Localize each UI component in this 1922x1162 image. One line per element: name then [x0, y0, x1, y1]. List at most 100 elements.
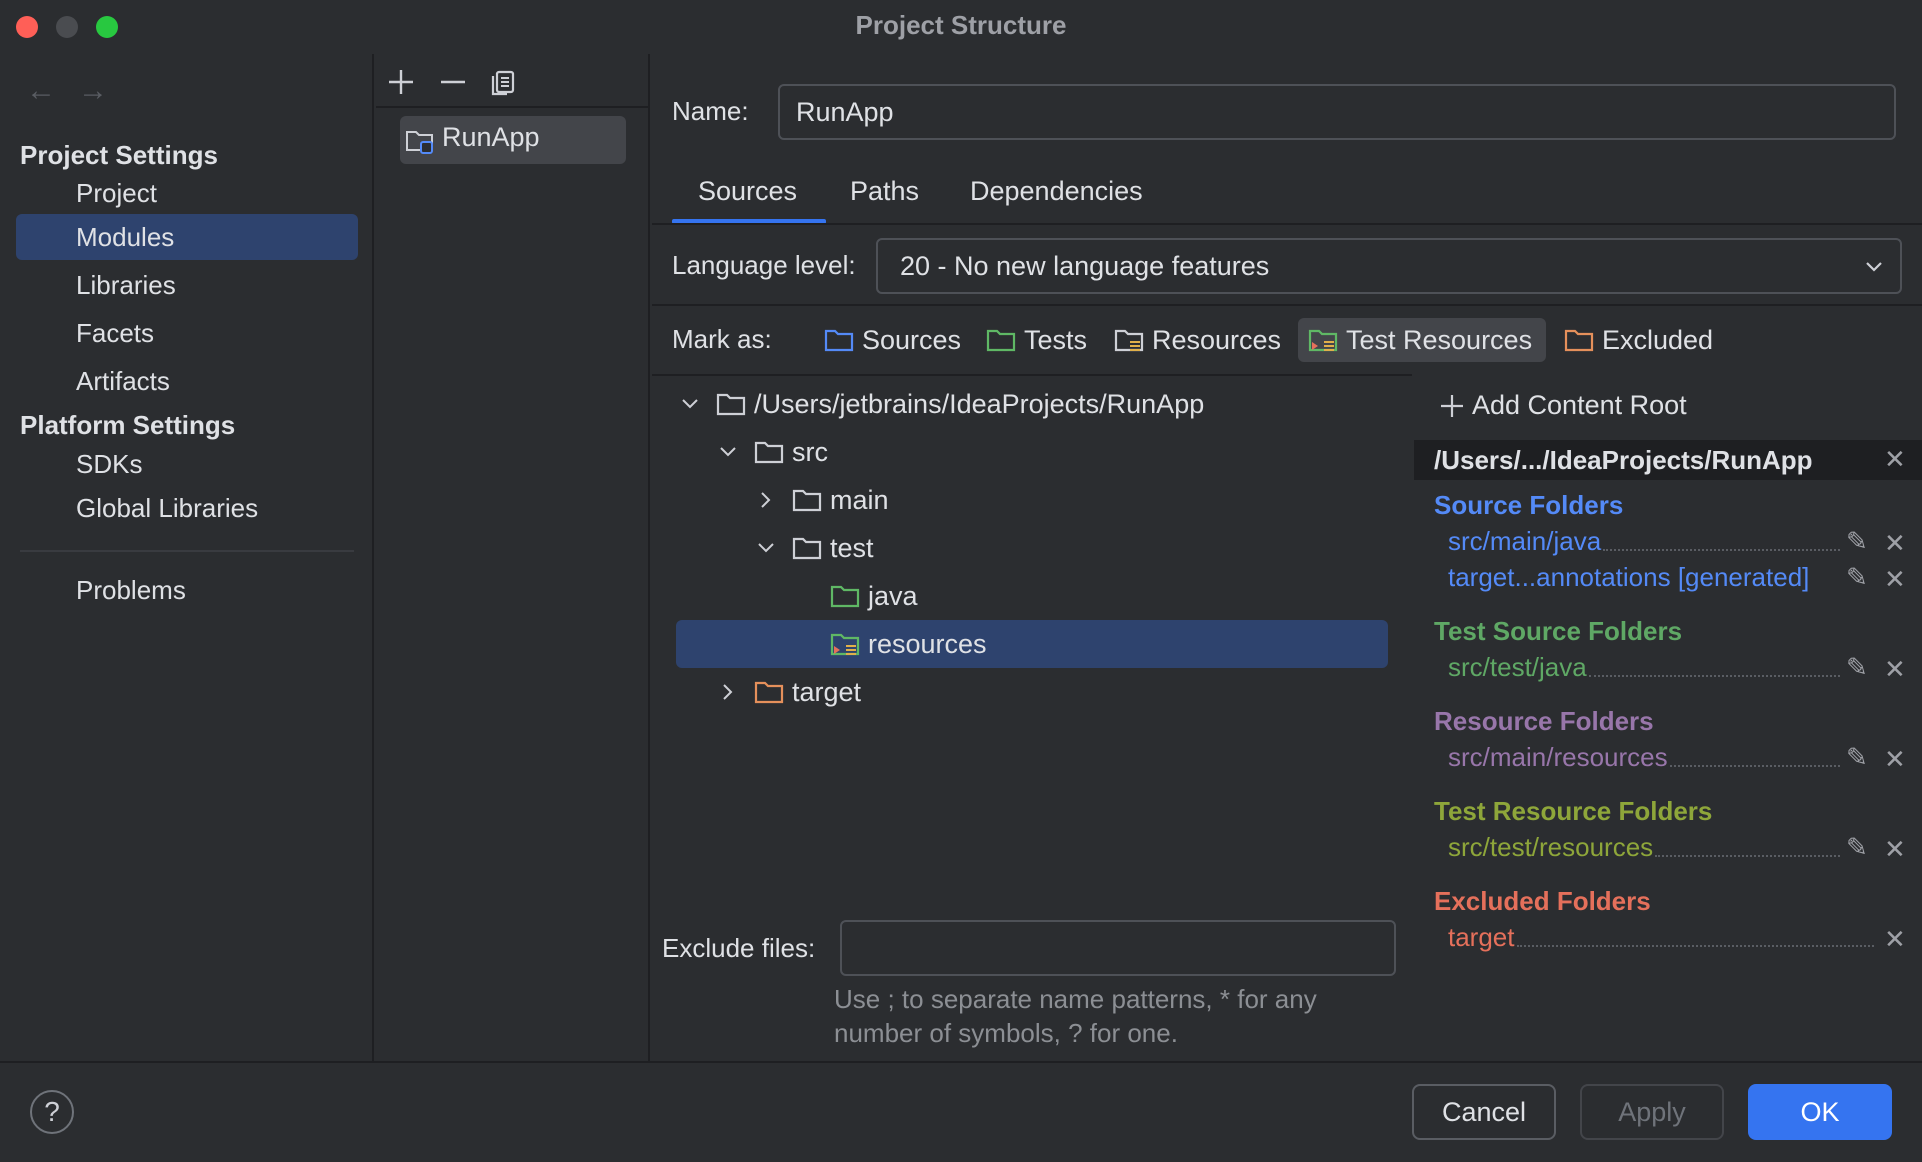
close-icon[interactable]: ✕ — [1884, 924, 1906, 954]
edit-icon[interactable]: ✎ — [1846, 742, 1868, 772]
help-button[interactable]: ? — [30, 1090, 74, 1134]
excluded-folder-icon — [754, 678, 784, 706]
language-level-select[interactable]: 20 - No new language features — [876, 238, 1902, 294]
close-icon[interactable]: ✕ — [1884, 654, 1906, 684]
resource-folder-path: src/main/resources — [1448, 742, 1844, 773]
module-toolbar-divider — [376, 106, 650, 108]
mark-tests-label: Tests — [1024, 325, 1088, 355]
source-folders-header: Source Folders — [1434, 490, 1624, 520]
back-arrow-icon[interactable]: ← — [26, 74, 56, 107]
mark-test-resources-button[interactable]: Test Resources — [1298, 318, 1546, 362]
mark-resources-button[interactable]: Resources — [1104, 318, 1291, 362]
sidebar-item-project[interactable]: Project — [76, 178, 157, 208]
tab-sources[interactable]: Sources — [698, 176, 798, 206]
module-folder-icon — [404, 124, 436, 156]
chevron-down-icon — [1862, 254, 1886, 278]
title-bar — [0, 0, 1922, 54]
tree-row-project-root[interactable]: /Users/jetbrains/IdeaProjects/RunApp — [680, 380, 1204, 428]
add-content-root-button[interactable]: Add Content Root — [1438, 390, 1687, 421]
close-icon[interactable]: ✕ — [1884, 834, 1906, 864]
plus-icon — [1438, 392, 1466, 420]
excluded-folder-icon — [1564, 326, 1594, 354]
language-level-label: Language level: — [672, 250, 856, 280]
mark-tests-button[interactable]: Tests — [976, 318, 1097, 362]
cancel-button[interactable]: Cancel — [1412, 1084, 1556, 1140]
chevron-right-icon[interactable] — [718, 682, 742, 702]
test-resource-folders-header: Test Resource Folders — [1434, 796, 1713, 826]
test-resource-folder-icon — [1308, 326, 1338, 354]
name-field[interactable]: RunApp — [778, 84, 1896, 140]
sidebar-item-libraries[interactable]: Libraries — [76, 270, 176, 300]
resource-folder-icon — [1114, 326, 1144, 354]
test-source-folders-header: Test Source Folders — [1434, 616, 1683, 646]
source-folder-icon — [824, 326, 854, 354]
source-folder-path: src/main/java — [1448, 526, 1844, 557]
forward-arrow-icon[interactable]: → — [78, 74, 108, 107]
edit-icon[interactable]: ✎ — [1846, 562, 1868, 592]
folder-icon — [792, 534, 822, 562]
tree-label: resources — [868, 629, 987, 659]
window-title: Project Structure — [855, 10, 1067, 40]
resource-folders-header: Resource Folders — [1434, 706, 1654, 736]
tree-label: java — [868, 581, 918, 611]
tree-label: target — [792, 677, 862, 707]
sidebar-item-sdks[interactable]: SDKs — [76, 449, 143, 479]
tabs-divider — [652, 223, 1922, 225]
chevron-right-icon[interactable] — [756, 490, 780, 510]
chevron-down-icon[interactable] — [718, 442, 742, 462]
name-label: Name: — [672, 96, 749, 126]
edit-icon[interactable]: ✎ — [1846, 652, 1868, 682]
sidebar-item-modules[interactable]: Modules — [16, 214, 358, 260]
folder-icon — [716, 390, 746, 418]
minus-icon[interactable] — [435, 64, 471, 100]
mark-excluded-label: Excluded — [1602, 325, 1714, 355]
tab-dependencies[interactable]: Dependencies — [970, 176, 1143, 206]
close-icon[interactable]: ✕ — [1884, 528, 1906, 558]
minimize-window-button[interactable] — [56, 16, 78, 38]
chevron-down-icon[interactable] — [756, 538, 780, 558]
edit-icon[interactable]: ✎ — [1846, 832, 1868, 862]
close-icon[interactable]: ✕ — [1884, 564, 1906, 594]
project-settings-header: Project Settings — [20, 140, 218, 170]
module-list-panel — [376, 54, 650, 1061]
close-icon[interactable]: ✕ — [1884, 444, 1906, 474]
sidebar-item-problems[interactable]: Problems — [76, 575, 186, 605]
tree-label: main — [830, 485, 889, 515]
folder-icon — [754, 438, 784, 466]
module-item-runapp[interactable] — [400, 116, 626, 164]
plus-icon[interactable] — [383, 64, 419, 100]
tab-paths[interactable]: Paths — [850, 176, 920, 206]
tree-row-java[interactable]: java — [830, 572, 918, 620]
apply-button[interactable]: Apply — [1580, 1084, 1724, 1140]
content-root-path: /Users/.../IdeaProjects/RunApp — [1414, 440, 1922, 480]
tree-row-target[interactable]: target — [718, 668, 861, 716]
folder-icon — [792, 486, 822, 514]
sidebar-item-global-libraries[interactable]: Global Libraries — [76, 493, 259, 523]
language-divider — [652, 304, 1922, 306]
zoom-window-button[interactable] — [96, 16, 118, 38]
mark-test-resources-label: Test Resources — [1346, 325, 1533, 355]
edit-icon[interactable]: ✎ — [1846, 526, 1868, 556]
sidebar-item-facets[interactable]: Facets — [76, 318, 155, 348]
exclude-hint-line1: Use ; to separate name patterns, * for a… — [834, 984, 1317, 1014]
chevron-down-icon[interactable] — [680, 394, 704, 414]
mark-sources-button[interactable]: Sources — [814, 318, 971, 362]
excluded-folders-header: Excluded Folders — [1434, 886, 1651, 916]
exclude-files-input[interactable] — [840, 920, 1396, 976]
sidebar-divider — [20, 550, 354, 552]
close-icon[interactable]: ✕ — [1884, 744, 1906, 774]
mark-excluded-button[interactable]: Excluded — [1554, 318, 1723, 362]
sidebar-item-artifacts[interactable]: Artifacts — [76, 366, 170, 396]
tree-row-main[interactable]: main — [756, 476, 889, 524]
close-window-button[interactable] — [16, 16, 38, 38]
tree-selection-highlight — [676, 620, 1388, 668]
ok-button[interactable]: OK — [1748, 1084, 1892, 1140]
tree-label: /Users/jetbrains/IdeaProjects/RunApp — [754, 389, 1205, 419]
tree-row-test[interactable]: test — [756, 524, 874, 572]
copy-icon[interactable] — [487, 64, 523, 100]
module-item-label: RunApp — [442, 122, 540, 152]
mark-resources-label: Resources — [1152, 325, 1282, 355]
test-folder-icon — [830, 582, 860, 610]
tree-row-resources[interactable]: resources — [830, 620, 987, 668]
tree-row-src[interactable]: src — [718, 428, 828, 476]
